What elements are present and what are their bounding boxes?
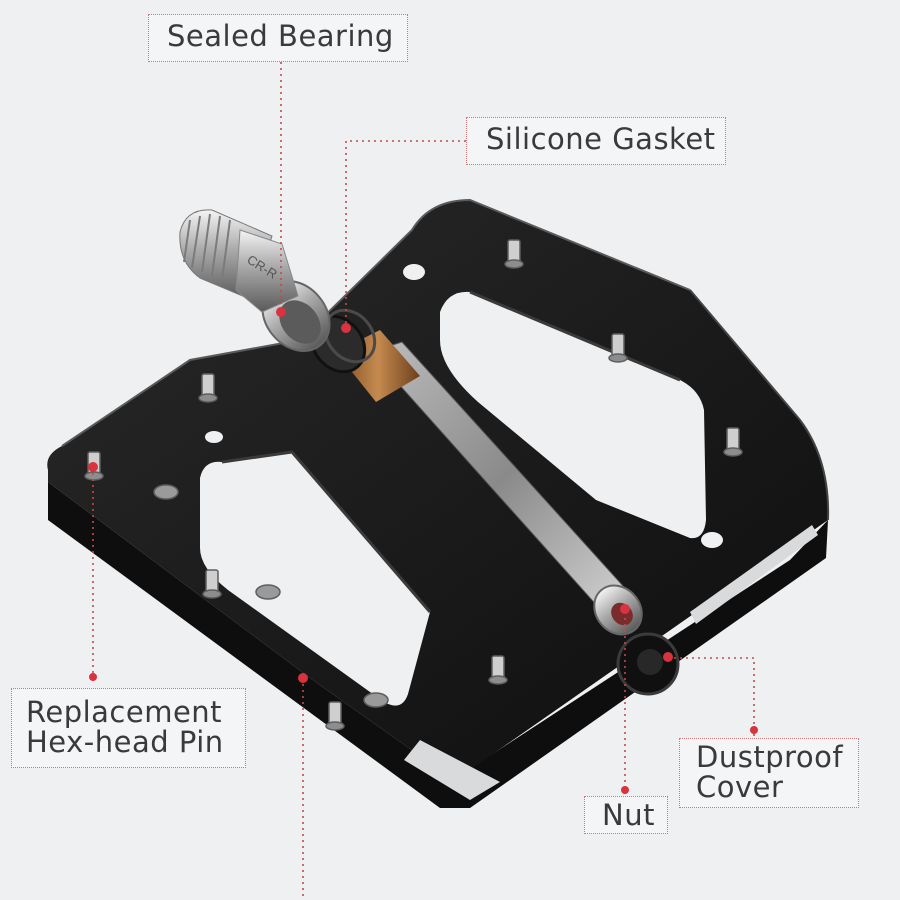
mounting-holes (205, 264, 723, 548)
pin (363, 692, 389, 708)
leader-lines (92, 62, 755, 900)
callout-label: Sealed Bearing (167, 19, 394, 53)
spindle: CR-R (179, 209, 643, 636)
pin (153, 484, 179, 500)
pin (202, 569, 222, 599)
callout-replacement-hex-head-pin: Replacement Hex-head Pin (11, 688, 246, 768)
callout-label-line1: Dustproof (696, 740, 844, 774)
callout-label: Nut (602, 798, 655, 832)
callout-label: Silicone Gasket (486, 122, 716, 156)
callout-label-line2: Cover (696, 769, 784, 804)
side-slot-right (690, 525, 818, 624)
pin (488, 655, 508, 685)
pin (608, 333, 628, 363)
callout-dustproof-cover: Dustproof Cover (679, 738, 859, 808)
leader-dustproof (668, 657, 755, 738)
callout-label-line1: Replacement (26, 695, 223, 729)
pin (198, 373, 218, 403)
marker-dots (88, 307, 758, 794)
pin (723, 427, 743, 457)
dustproof-cover-part (616, 632, 680, 696)
cutout-window-right (440, 291, 706, 539)
callout-silicone-gasket: Silicone Gasket (466, 117, 726, 165)
pin (255, 584, 281, 600)
pin (325, 701, 345, 731)
cutout-window-left (200, 452, 430, 706)
callout-nut: Nut (584, 796, 668, 834)
side-slot-left (404, 740, 500, 800)
callout-sealed-bearing: Sealed Bearing (148, 14, 408, 62)
pin (504, 239, 524, 269)
callout-label-line2: Hex-head Pin (26, 724, 224, 759)
leader-silicone-gasket (345, 140, 466, 326)
